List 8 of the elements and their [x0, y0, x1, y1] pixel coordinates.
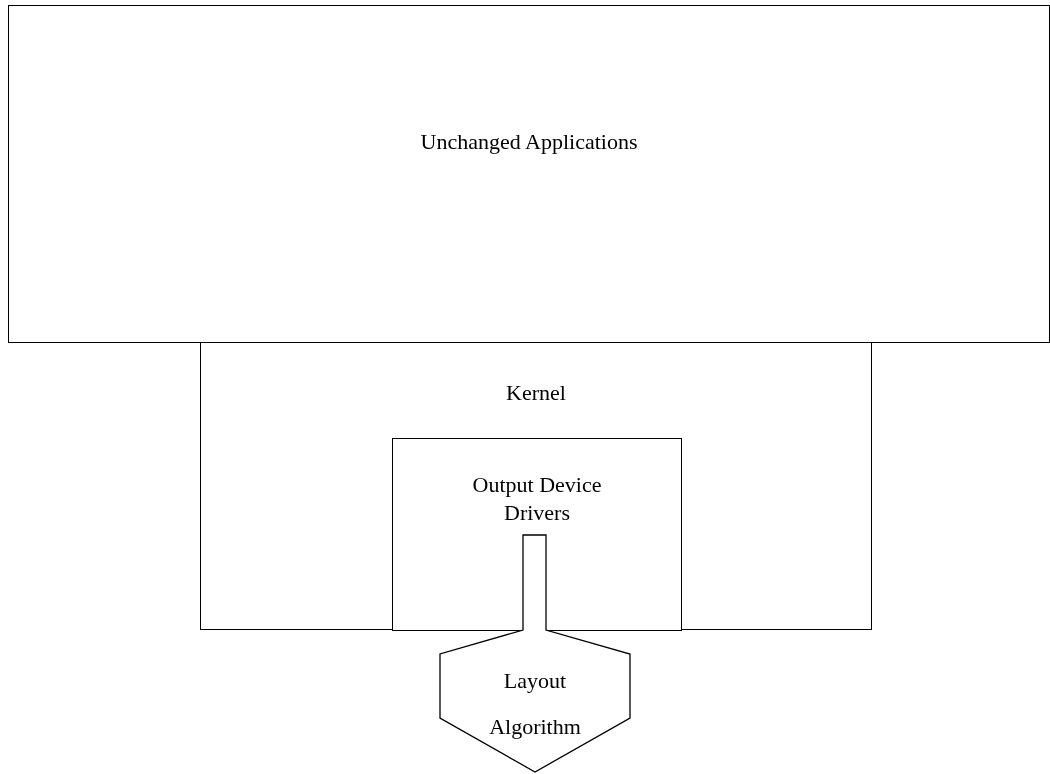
box-label: Layout Algorithm: [488, 667, 582, 741]
layer-box: [200, 342, 872, 630]
box-label: Unchanged Applications: [420, 128, 638, 156]
component-box: [392, 438, 682, 631]
box-label: Output Device Drivers: [471, 471, 603, 527]
box-label: Kernel: [506, 379, 566, 407]
layer-box: [8, 5, 1050, 343]
hexagon-shape: [438, 534, 632, 774]
